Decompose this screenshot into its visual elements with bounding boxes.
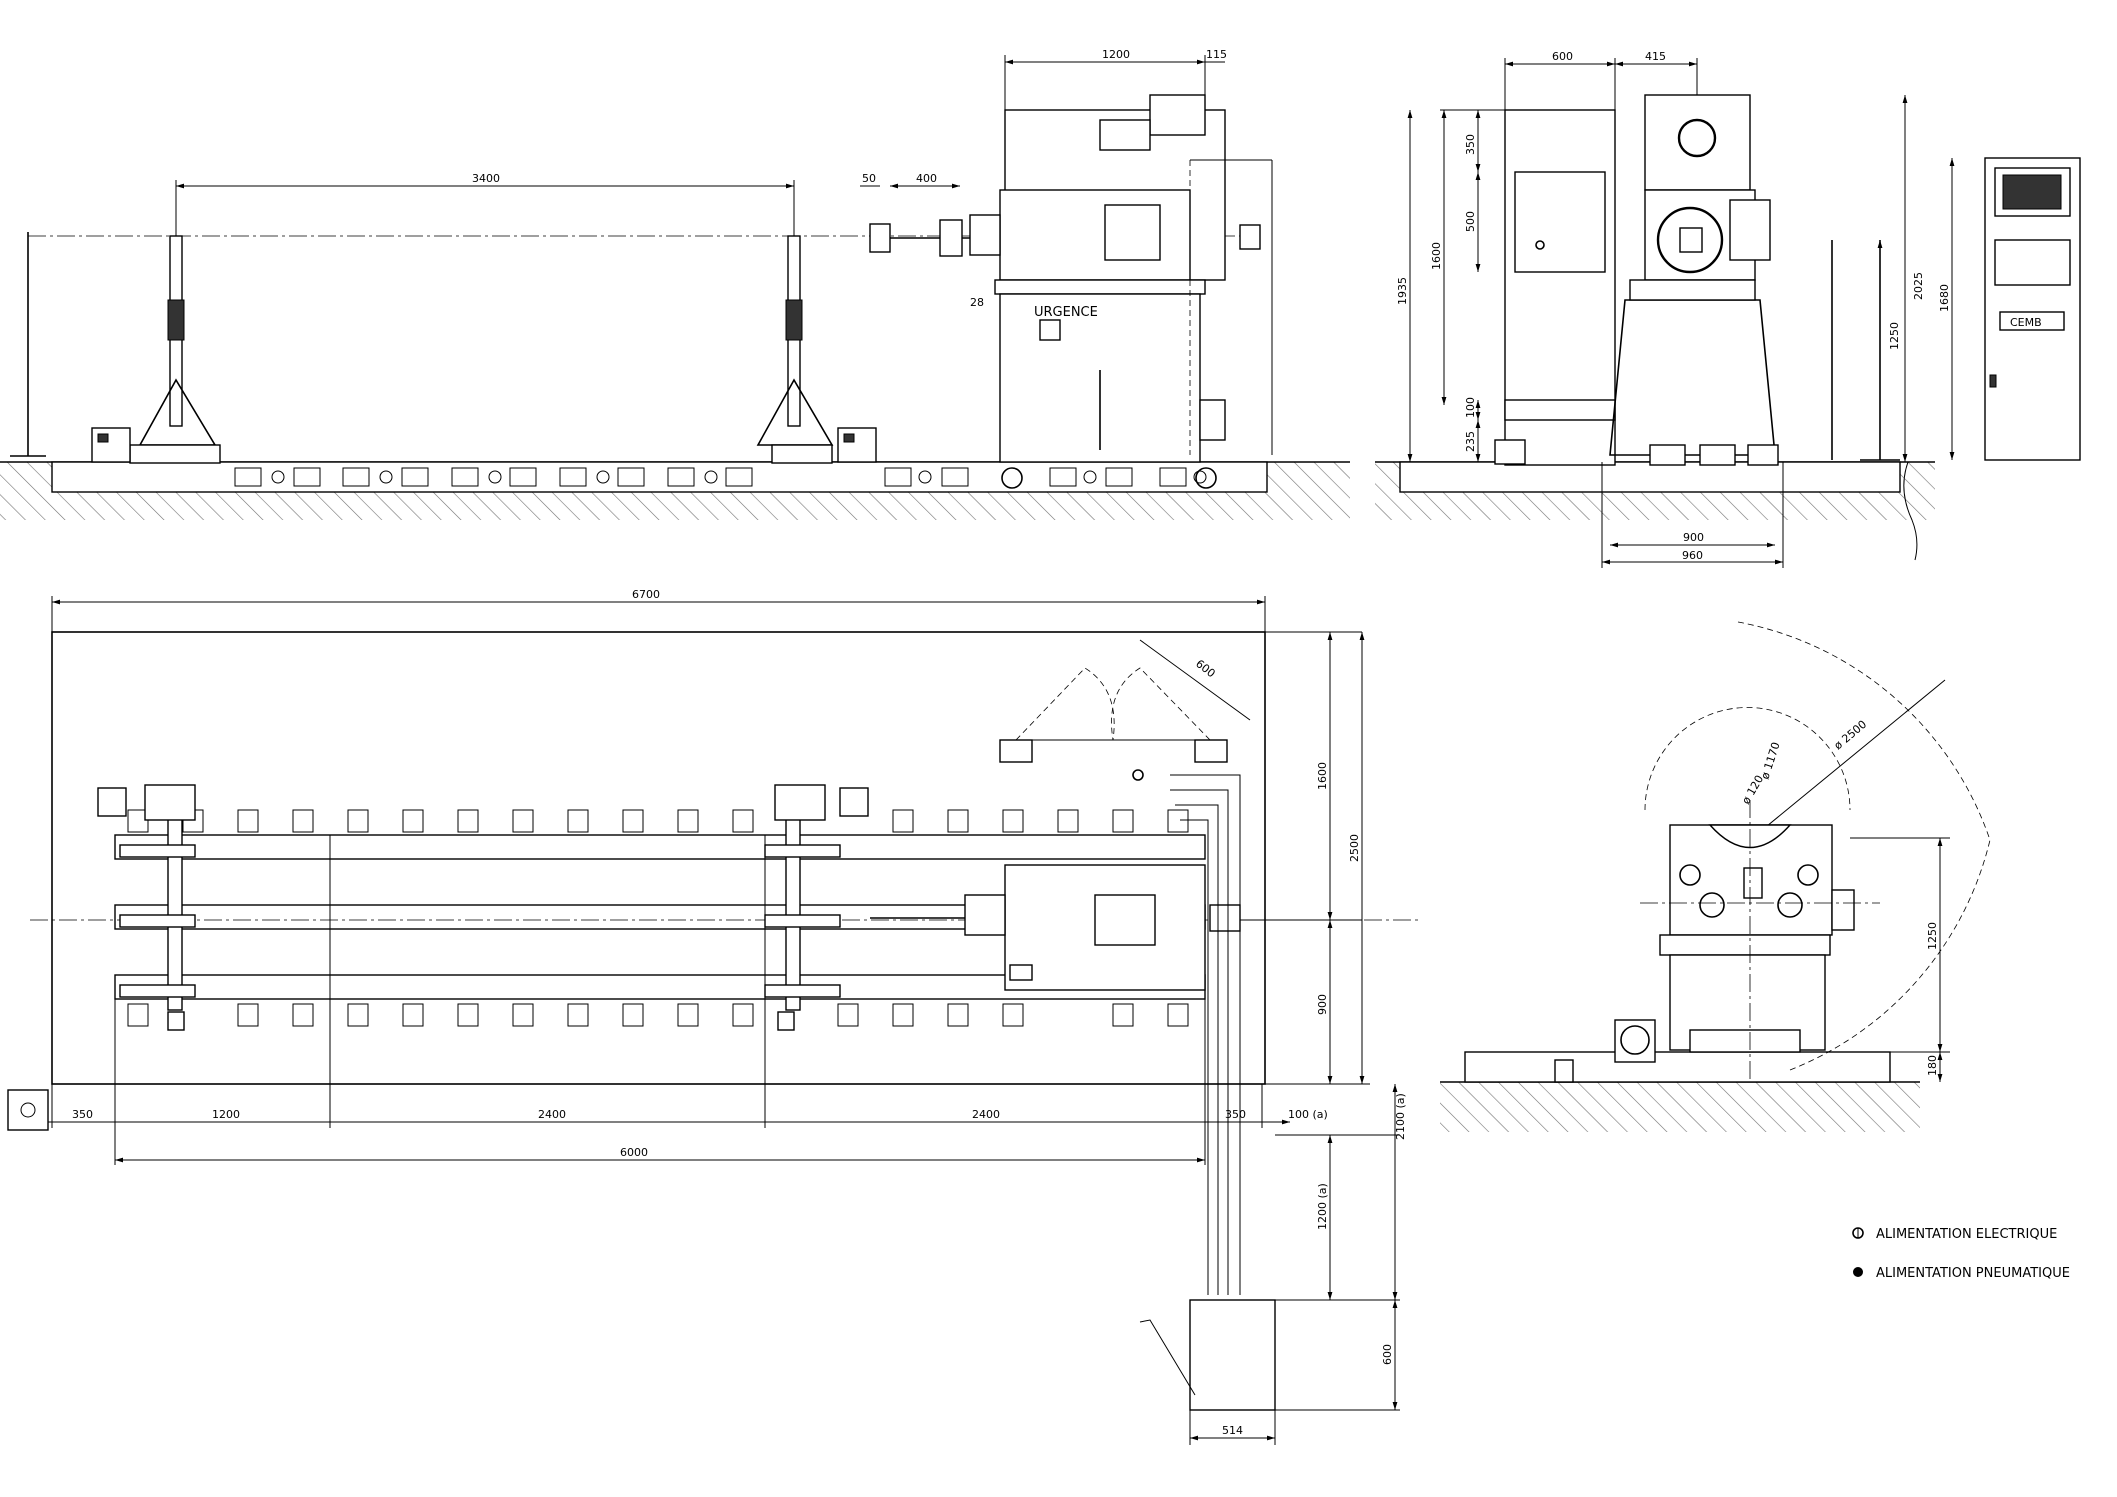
control-cabinet: CEMB <box>1984 157 2081 461</box>
dim-2025: 2025 <box>1912 272 1925 300</box>
section-view: ø 2500 ø 1170 ø 120 1250 180 <box>1440 621 1991 1132</box>
drive-unit <box>869 94 1273 489</box>
dim-350-left: 350 <box>72 1108 93 1121</box>
dim-600-top: 600 <box>1552 50 1573 63</box>
side-view: 3400 URGENCE 1200 <box>0 48 1350 520</box>
cabinet-brand: CEMB <box>2010 316 2042 329</box>
plan-view: 6700 <box>7 588 1420 1445</box>
dim-28: 28 <box>970 296 984 309</box>
dim-600-arc: 600 <box>1193 657 1218 680</box>
dim-1250-end: 1250 <box>1888 322 1901 350</box>
dim-900-end: 900 <box>1683 531 1704 544</box>
dim-115: 115 <box>1206 48 1227 61</box>
dim-50: 50 <box>862 172 876 185</box>
dim-1600-plan: 1600 <box>1316 762 1329 790</box>
dim-1680: 1680 <box>1938 284 1951 312</box>
dim-1600: 1600 <box>1430 242 1443 270</box>
dim-350-right: 350 <box>1225 1108 1246 1121</box>
dim-415: 415 <box>1645 50 1666 63</box>
dim-1200-a: 1200 (a) <box>1316 1183 1329 1230</box>
dim-3400: 3400 <box>472 172 500 185</box>
dim-600-box: 600 <box>1381 1344 1394 1365</box>
floor-slots <box>234 467 1207 487</box>
dim-100-a: 100 (a) <box>1288 1108 1328 1121</box>
air-symbol-icon <box>1853 1267 1863 1277</box>
dim-514: 514 <box>1222 1424 1243 1437</box>
pedestal-right <box>756 235 877 464</box>
dim-6700: 6700 <box>632 588 660 601</box>
end-view: CEMB 600 415 350 500 1600 1935 100 235 2… <box>1375 50 2081 568</box>
label-urgence: URGENCE <box>1034 305 1098 320</box>
dim-2400-b: 2400 <box>972 1108 1000 1121</box>
dim-1250-sec: 1250 <box>1926 922 1939 950</box>
dim-dia-120: ø 120 <box>1739 773 1766 807</box>
dim-1200: 1200 <box>1102 48 1130 61</box>
legend-air: ALIMENTATION PNEUMATIQUE <box>1853 1266 2070 1281</box>
dim-dia-1170: ø 1170 <box>1758 741 1782 781</box>
legend-label-electric: ALIMENTATION ELECTRIQUE <box>1876 1227 2057 1242</box>
dim-2100-a: 2100 (a) <box>1394 1093 1407 1140</box>
dim-400: 400 <box>916 172 937 185</box>
dim-100: 100 <box>1464 397 1477 418</box>
dim-180: 180 <box>1926 1055 1939 1076</box>
dim-350: 350 <box>1464 134 1477 155</box>
dim-2400-a: 2400 <box>538 1108 566 1121</box>
dim-960: 960 <box>1682 549 1703 562</box>
pedestal-left <box>91 235 221 464</box>
dim-500: 500 <box>1464 211 1477 232</box>
legend: ALIMENTATION ELECTRIQUE ALIMENTATION PNE… <box>1852 1227 2070 1281</box>
legend-label-pneumatic: ALIMENTATION PNEUMATIQUE <box>1876 1266 2070 1281</box>
dim-900-plan: 900 <box>1316 994 1329 1015</box>
dim-1200-plan: 1200 <box>212 1108 240 1121</box>
dim-2500-plan: 2500 <box>1348 834 1361 862</box>
plan-slots <box>127 809 1189 1027</box>
legend-power: ALIMENTATION ELECTRIQUE <box>1852 1227 2057 1242</box>
dim-235: 235 <box>1464 431 1477 452</box>
dim-6000: 6000 <box>620 1146 648 1159</box>
dim-1935: 1935 <box>1396 277 1409 305</box>
